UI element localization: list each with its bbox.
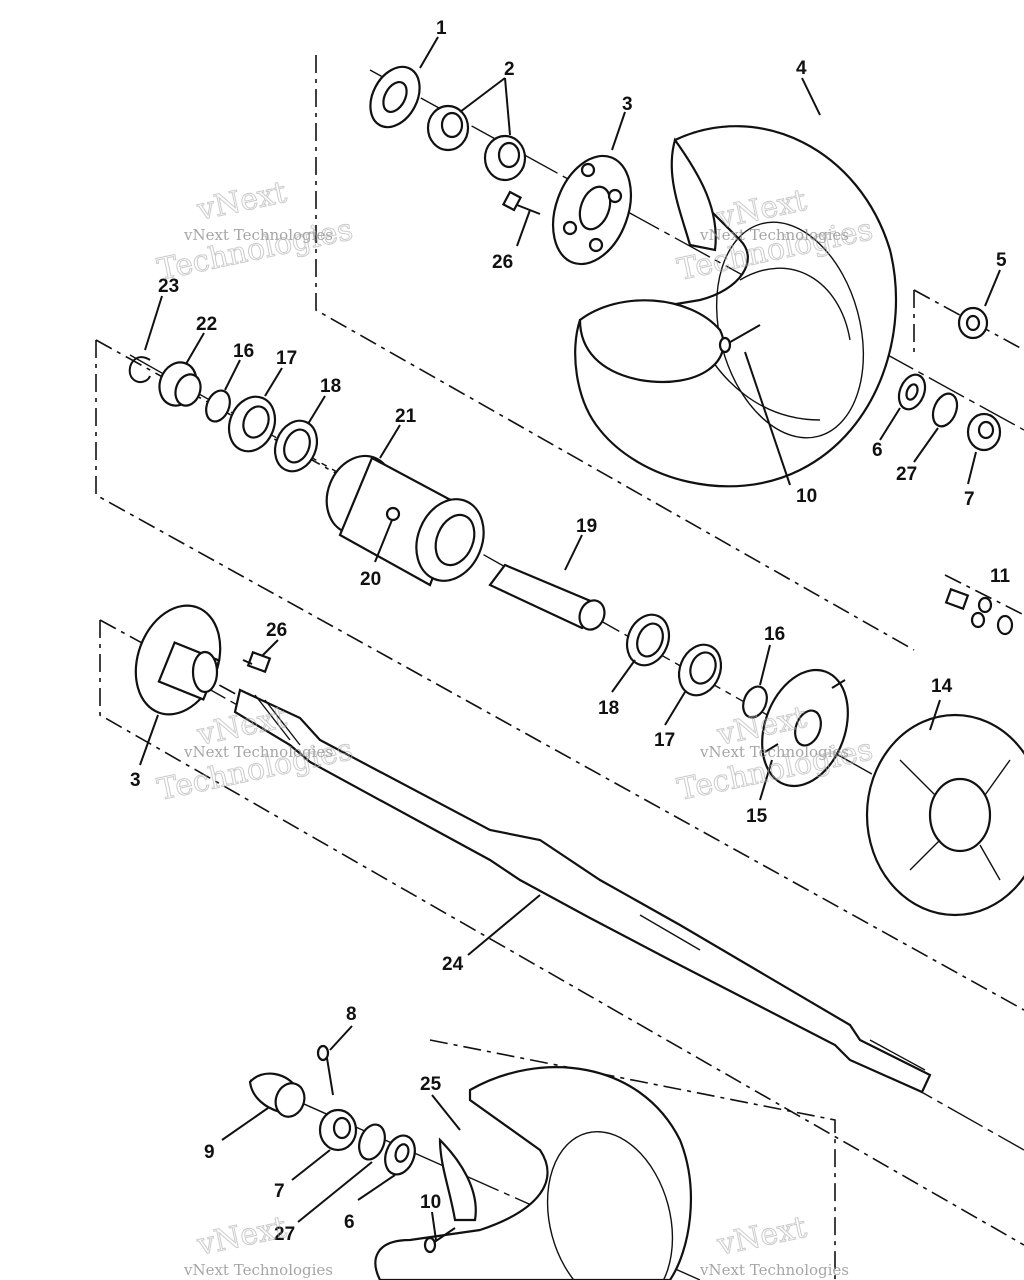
washer-part-1	[369, 65, 421, 129]
label-part-27-lower: 27	[274, 1224, 295, 1245]
label-part-15: 15	[746, 806, 768, 827]
tire-part-4-upper	[574, 125, 898, 488]
small-fasteners-part-11	[944, 587, 1014, 636]
nut-part-5	[957, 306, 989, 340]
label-part-19: 19	[576, 516, 597, 537]
spacer-tube-part-19	[488, 563, 606, 631]
label-part-16-lower: 16	[764, 624, 785, 645]
bolt-part-26-upper	[501, 190, 541, 215]
label-part-6-lower: 6	[344, 1212, 355, 1233]
label-part-11: 11	[990, 566, 1011, 587]
cap-part-9	[248, 1072, 306, 1118]
seal-part-17-lower	[677, 643, 723, 697]
leader-lines	[139, 36, 1001, 1241]
label-part-3: 3	[622, 94, 633, 115]
label-part-23: 23	[158, 276, 179, 297]
castle-nuts-part-2	[426, 104, 527, 182]
label-part-17: 17	[276, 348, 297, 369]
label-part-18: 18	[320, 376, 341, 397]
watermark-text: vNext Technologies	[699, 226, 849, 244]
watermark-text: vNext Technologies	[183, 1261, 333, 1279]
label-part-16: 16	[233, 341, 254, 362]
washers-lower	[358, 1123, 416, 1176]
hub-part-3-lower	[134, 604, 222, 716]
collar-part-22	[158, 361, 202, 407]
sprocket-part-14	[865, 713, 1024, 917]
watermark-vnext: vNext	[193, 175, 289, 228]
label-part-8: 8	[346, 1004, 357, 1025]
valve-stem-part-10-upper	[718, 324, 761, 354]
sprocket-hub-part-15	[761, 668, 849, 788]
o-ring-part-16-lower	[742, 685, 768, 719]
label-part-10: 10	[796, 486, 817, 507]
label-part-26-lower: 26	[266, 620, 287, 641]
label-part-5: 5	[996, 250, 1007, 271]
label-part-1: 1	[436, 18, 447, 39]
watermark-vnext: vNext	[193, 1210, 289, 1263]
o-ring-part-16-upper	[205, 389, 231, 423]
watermark-vnext: vNext	[713, 1210, 809, 1263]
watermark-text: vNext Technologies	[699, 743, 849, 761]
bearing-part-18-upper	[273, 419, 319, 473]
label-part-27: 27	[896, 464, 917, 485]
watermark-technologies: Technologies	[154, 212, 355, 288]
label-part-25: 25	[420, 1074, 442, 1095]
hub-part-3-upper	[552, 154, 632, 266]
seal-part-17-upper	[227, 395, 277, 453]
nut-part-7-lower	[318, 1108, 358, 1152]
label-part-7-lower: 7	[274, 1181, 285, 1202]
bearing-part-18-lower	[625, 613, 671, 667]
watermark-text: vNext Technologies	[183, 743, 333, 761]
label-part-7: 7	[964, 489, 975, 510]
label-part-14: 14	[931, 676, 953, 697]
bearing-housing-part-21	[325, 454, 485, 587]
cotter-pin-part-8	[316, 1044, 334, 1096]
label-part-2: 2	[504, 59, 515, 80]
label-part-20: 20	[360, 569, 381, 590]
label-part-18-lower: 18	[598, 698, 619, 719]
label-part-9: 9	[204, 1142, 215, 1163]
tire-part-25-lower	[374, 1066, 693, 1280]
label-part-26: 26	[492, 252, 513, 273]
part-labels: 1 2 3 4 26 5 10 6 27 7 23 22 16 17 18 21…	[130, 18, 1011, 1245]
label-part-6: 6	[872, 440, 883, 461]
label-part-3-lower: 3	[130, 770, 141, 791]
watermark-text: vNext Technologies	[183, 226, 333, 244]
snap-ring-part-23	[128, 356, 151, 384]
bolt-part-26-lower	[242, 650, 272, 674]
label-part-21: 21	[395, 406, 417, 427]
label-part-4: 4	[796, 58, 807, 79]
label-part-24: 24	[442, 954, 464, 975]
axle-shaft-part-24	[233, 688, 932, 1094]
watermark-text: vNext Technologies	[699, 1261, 849, 1279]
valve-stem-part-10-lower	[423, 1227, 456, 1254]
label-part-10-lower: 10	[420, 1192, 441, 1213]
label-part-22: 22	[196, 314, 217, 335]
washers-upper-right	[897, 373, 1002, 452]
label-part-17-lower: 17	[654, 730, 675, 751]
